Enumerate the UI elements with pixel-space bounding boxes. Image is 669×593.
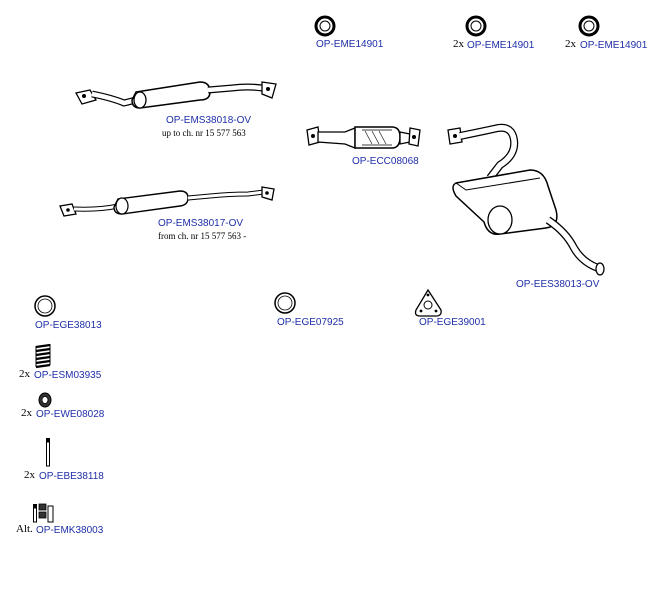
part-code[interactable]: OP-EWE08028: [36, 409, 105, 420]
quantity-label: 2x: [453, 38, 464, 50]
quantity-label: 2x: [19, 368, 30, 380]
part-code[interactable]: OP-EMK38003: [36, 525, 104, 536]
part-code[interactable]: OP-EMS38017-OV: [158, 218, 244, 229]
part-code[interactable]: OP-EGE39001: [419, 317, 486, 328]
quantity-label: 2x: [21, 407, 32, 419]
part-code[interactable]: OP-ESM03935: [34, 370, 102, 381]
part-code[interactable]: OP-EME14901: [316, 39, 384, 50]
quantity-label: 2x: [565, 38, 576, 50]
part-code[interactable]: OP-EGE07925: [277, 317, 344, 328]
part-code[interactable]: OP-EME14901: [467, 40, 535, 51]
quantity-label: Alt.: [16, 523, 33, 535]
part-code[interactable]: OP-EBE38118: [39, 471, 104, 482]
part-code[interactable]: OP-EES38013-OV: [516, 279, 600, 290]
part-code[interactable]: OP-EME14901: [580, 40, 648, 51]
chassis-note: up to ch. nr 15 577 563: [162, 128, 246, 138]
chassis-note: from ch. nr 15 577 563 -: [158, 231, 247, 241]
quantity-label: 2x: [24, 469, 35, 481]
part-code[interactable]: OP-ECC08068: [352, 156, 419, 167]
part-code[interactable]: OP-EGE38013: [35, 320, 102, 331]
part-code[interactable]: OP-EMS38018-OV: [166, 115, 252, 126]
